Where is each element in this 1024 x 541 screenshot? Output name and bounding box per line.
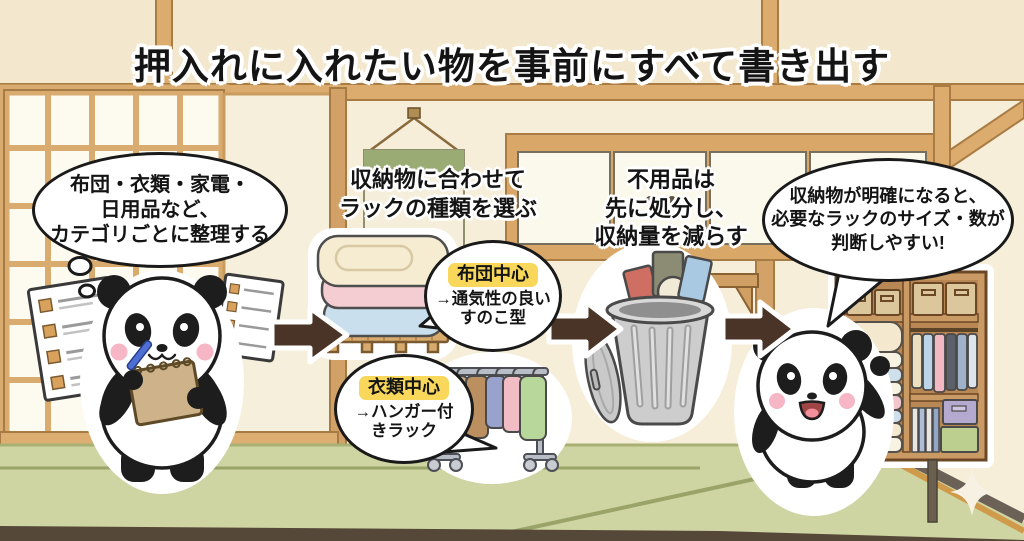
step1-thought-bubble: 布団・衣類・家電・ 日用品など、 カテゴリごとに整理する xyxy=(32,152,288,268)
flow-arrows xyxy=(269,299,798,365)
sparkle-icon xyxy=(950,468,994,516)
step4-speech-bubble: 収納物が明確になると、 必要なラックのサイズ・数が 判断しやすい! xyxy=(762,158,1014,282)
tongue xyxy=(805,408,819,418)
books xyxy=(911,407,940,453)
futon-callout-text: →通気性の良い すのこ型 xyxy=(435,289,551,328)
step2-caption: 収納物に合わせて ラックの種類を選ぶ xyxy=(338,167,537,221)
shelf-leg xyxy=(927,459,938,523)
panda-writing-illustration xyxy=(80,270,244,494)
hanging-garments xyxy=(911,333,978,393)
arrow-right-icon xyxy=(720,299,798,359)
floor-edge-strip xyxy=(0,526,1024,541)
clothing-callout: 衣類中心 →ハンガー付 きラック xyxy=(334,354,474,464)
step1-text: 布団・衣類・家電・ 日用品など、 カテゴリごとに整理する xyxy=(50,173,270,246)
panda-waving-illustration xyxy=(734,308,894,516)
green-box xyxy=(940,426,979,453)
futon-callout-tag: 布団中心 xyxy=(448,262,538,287)
futon-callout: 布団中心 →通気性の良い すのこ型 xyxy=(424,240,562,352)
thought-dot xyxy=(67,256,93,276)
arrow-right-icon xyxy=(269,305,350,365)
page-title: 押入れに入れたい物を事前にすべて書き出す xyxy=(133,46,891,87)
pen xyxy=(126,340,153,371)
thought-dot xyxy=(78,283,96,299)
step3-caption: 不用品は 先に処分し、 収納量を減らす xyxy=(594,167,748,250)
clothing-callout-tag: 衣類中心 xyxy=(359,375,449,400)
clothing-callout-text: →ハンガー付 きラック xyxy=(354,402,454,441)
step4-text: 収納物が明確になると、 必要なラックのサイズ・数が 判断しやすい! xyxy=(771,185,1005,253)
arrow-right-icon xyxy=(546,299,624,359)
trash-can-illustration xyxy=(572,242,732,442)
trash-lid xyxy=(584,332,622,424)
